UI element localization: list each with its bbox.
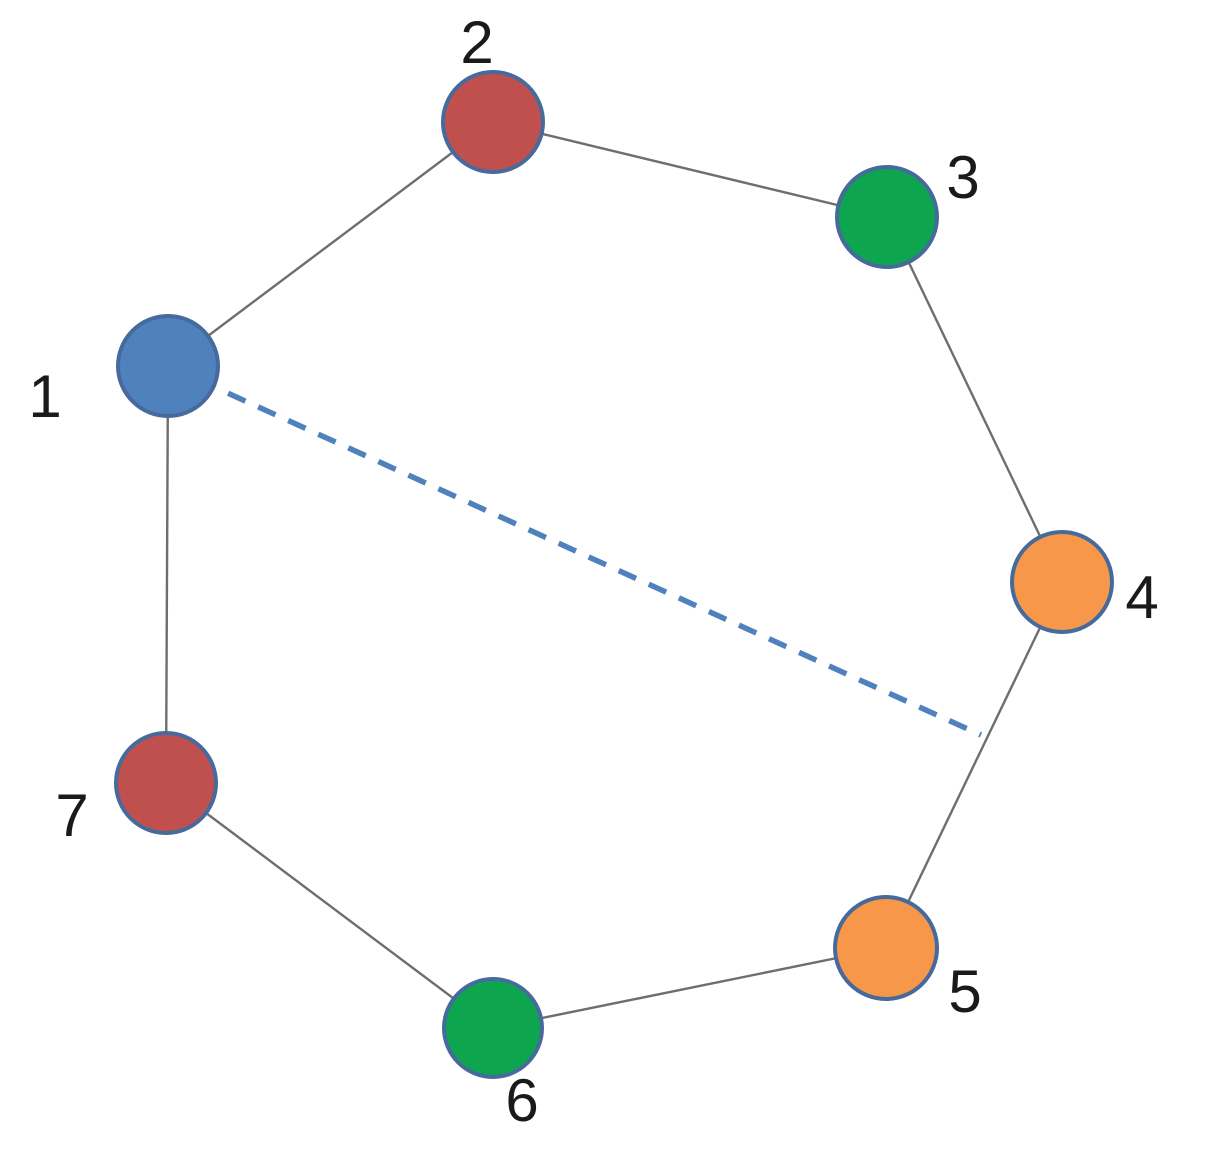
edge-2-3 xyxy=(492,120,888,219)
node-4-label: 4 xyxy=(1125,564,1158,631)
node-3-green-circle xyxy=(835,165,939,269)
node-1-label: 1 xyxy=(28,363,61,430)
node-6-green-circle xyxy=(442,977,544,1079)
edge-6-7 xyxy=(165,782,494,1029)
edge-4-5 xyxy=(884,581,1064,949)
node-2-red-circle xyxy=(441,70,545,174)
edge-1-2 xyxy=(167,121,494,367)
edge-5-6 xyxy=(492,946,887,1030)
edge-3-4 xyxy=(885,216,1064,583)
node-7-red-circle xyxy=(114,731,218,835)
node-3-label: 3 xyxy=(946,144,979,211)
dashed-edge-1-to-edge-4-5 xyxy=(166,363,983,738)
node-1-blue-circle xyxy=(116,314,220,418)
edge-7-1 xyxy=(164,365,170,784)
node-5-orange-circle xyxy=(833,895,939,1001)
node-5-label: 5 xyxy=(948,958,981,1025)
node-7-label: 7 xyxy=(55,782,88,849)
node-2-label: 2 xyxy=(460,9,493,76)
node-4-orange-circle xyxy=(1010,530,1114,634)
node-6-label: 6 xyxy=(505,1067,538,1134)
